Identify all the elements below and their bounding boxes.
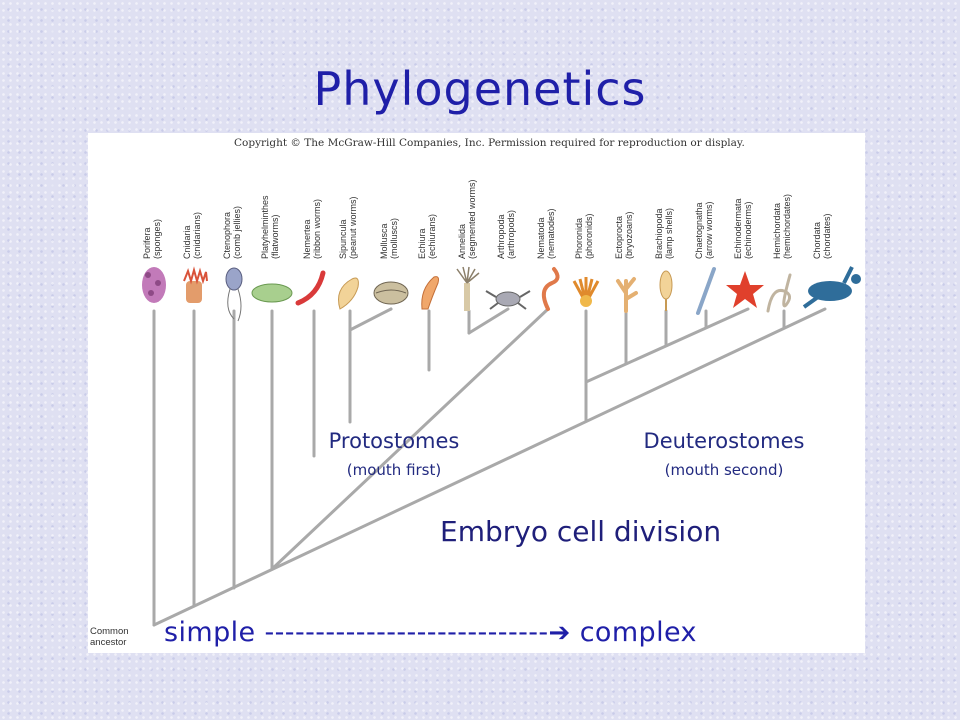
taxon-name: Mollusca (379, 223, 389, 259)
taxon-common-name: (phoronids) (584, 213, 594, 259)
taxon-name: Ctenophora (222, 211, 232, 259)
starfish-icon (726, 271, 764, 308)
taxon-label-brachiopoda: Brachiopoda(lamp shells) (654, 109, 674, 259)
embryo-cell-division-label: Embryo cell division (440, 515, 722, 548)
slide-title: Phylogenetics (313, 62, 647, 116)
taxon-name: Sipuncula (338, 219, 348, 259)
taxon-label-nemertea: Nemertea(ribbon worms) (302, 109, 322, 259)
taxon-name: Chaetognatha (694, 202, 704, 259)
taxon-common-name: (sponges) (152, 218, 162, 259)
taxon-common-name: (arthropods) (506, 209, 516, 259)
bryozoan-icon (616, 277, 638, 313)
taxon-name: Chordata (812, 221, 822, 259)
deuterostomes-label: Deuterostomes (643, 429, 805, 453)
ribbon-worm-icon (295, 270, 326, 306)
taxon-name: Ectoprocta (614, 215, 624, 259)
deuterostomes-note: (mouth second) (664, 461, 784, 479)
peanut-worm-icon (338, 277, 359, 310)
simple-label: simple (164, 617, 256, 648)
taxon-label-echinodermata: Echinodermata(echinoderms) (733, 109, 753, 259)
trunk-branch (152, 307, 827, 627)
taxon-common-name: (segmented worms) (467, 179, 477, 259)
acorn-worm-icon (766, 273, 792, 313)
arrow-worm-icon (696, 267, 716, 315)
copyright-notice: Copyright © The McGraw-Hill Companies, I… (234, 137, 745, 149)
taxon-common-name: (molluscs) (389, 217, 399, 259)
tube-worm-icon (456, 266, 480, 311)
taxon-label-arthropoda: Arthropoda(arthropods) (496, 109, 516, 259)
taxon-common-name: (cnidarians) (192, 211, 202, 259)
phylogenetic-tree-figure: Copyright © The McGraw-Hill Companies, I… (88, 133, 865, 653)
complex-label: complex (579, 617, 697, 648)
taxon-name: Porifera (142, 227, 152, 259)
nematode-icon (541, 267, 560, 311)
taxon-label-annelida: Annelida(segmented worms) (457, 109, 477, 259)
taxon-common-name: (echiurans) (427, 213, 437, 259)
protostome-branch (270, 307, 550, 571)
sponge-icon (142, 267, 166, 303)
comb-jelly-icon (225, 267, 243, 322)
taxon-name: Cnidaria (182, 225, 192, 259)
taxon-label-ctenophora: Ctenophora(comb jellies) (222, 109, 242, 259)
flatworm-icon (251, 283, 293, 303)
phoronid-icon (572, 277, 600, 307)
taxon-common-name: (ribbon worms) (312, 198, 322, 259)
annelida-arthropoda-branch (467, 307, 510, 335)
arrow-right-icon: ➔ (548, 618, 571, 648)
taxon-common-name: (nematodes) (546, 208, 556, 259)
complexity-axis: simple ----------------------------➔ com… (164, 617, 697, 648)
taxon-common-name: (bryozoans) (624, 211, 634, 259)
taxon-label-sipuncula: Sipuncula(peanut worms) (338, 109, 358, 259)
taxon-common-name: (hemichordates) (782, 193, 792, 259)
echiuran-icon (421, 276, 439, 310)
taxon-name: Brachiopoda (654, 208, 664, 259)
taxon-label-phoronida: Phoronida(phoronids) (574, 109, 594, 259)
tree-canvas (142, 266, 861, 627)
taxon-label-echiura: Echiura(echiurans) (417, 109, 437, 259)
taxon-name: Phoronida (574, 217, 584, 259)
sea-anemone-icon (183, 266, 208, 303)
taxon-label-chordata: Chordata(chordates) (812, 109, 832, 259)
taxon-common-name: (flatworms) (270, 214, 280, 260)
sipuncula-mollusca-branch (348, 307, 393, 332)
taxon-common-name: (arrow worms) (704, 201, 714, 260)
taxon-label-chaetognatha: Chaetognatha(arrow worms) (694, 109, 714, 260)
taxon-name: Platyhelminthes (260, 195, 270, 259)
clam-icon (373, 281, 409, 305)
taxon-common-name: (peanut worms) (348, 196, 358, 259)
taxon-label-cnidaria: Cnidaria(cnidarians) (182, 109, 202, 259)
taxon-label-mollusca: Mollusca(molluscs) (379, 109, 399, 259)
taxon-name: Nemertea (302, 219, 312, 259)
taxon-label-hemichordata: Hemichordata(hemichordates) (772, 109, 792, 259)
taxon-name: Nematoda (536, 217, 546, 259)
taxon-name: Echinodermata (733, 198, 743, 259)
taxon-name: Echiura (417, 228, 427, 259)
taxon-label-nematoda: Nematoda(nematodes) (536, 109, 556, 259)
taxon-common-name: (echinoderms) (743, 201, 753, 259)
taxon-label-ectoprocta: Ectoprocta(bryozoans) (614, 109, 634, 259)
taxon-name: Arthropoda (496, 214, 506, 259)
taxon-name: Annelida (457, 223, 467, 259)
taxon-label-platyhelminthes: Platyhelminthes(flatworms) (260, 109, 280, 259)
lamp-shell-icon (659, 270, 673, 311)
tree-branches (152, 307, 827, 627)
common-ancestor-label: Common ancestor (90, 626, 129, 648)
taxon-common-name: (chordates) (822, 213, 832, 259)
sea-turtle-icon (802, 266, 861, 309)
protostomes-note: (mouth first) (346, 461, 442, 479)
taxon-common-name: (lamp shells) (664, 207, 674, 259)
taxon-name: Hemichordata (772, 202, 782, 259)
dashed-arrow-line: ---------------------------- (264, 617, 549, 648)
taxon-label-porifera: Porifera(sponges) (142, 109, 162, 259)
crab-icon (485, 290, 531, 310)
taxon-common-name: (comb jellies) (232, 205, 242, 259)
protostomes-label: Protostomes (328, 429, 460, 453)
